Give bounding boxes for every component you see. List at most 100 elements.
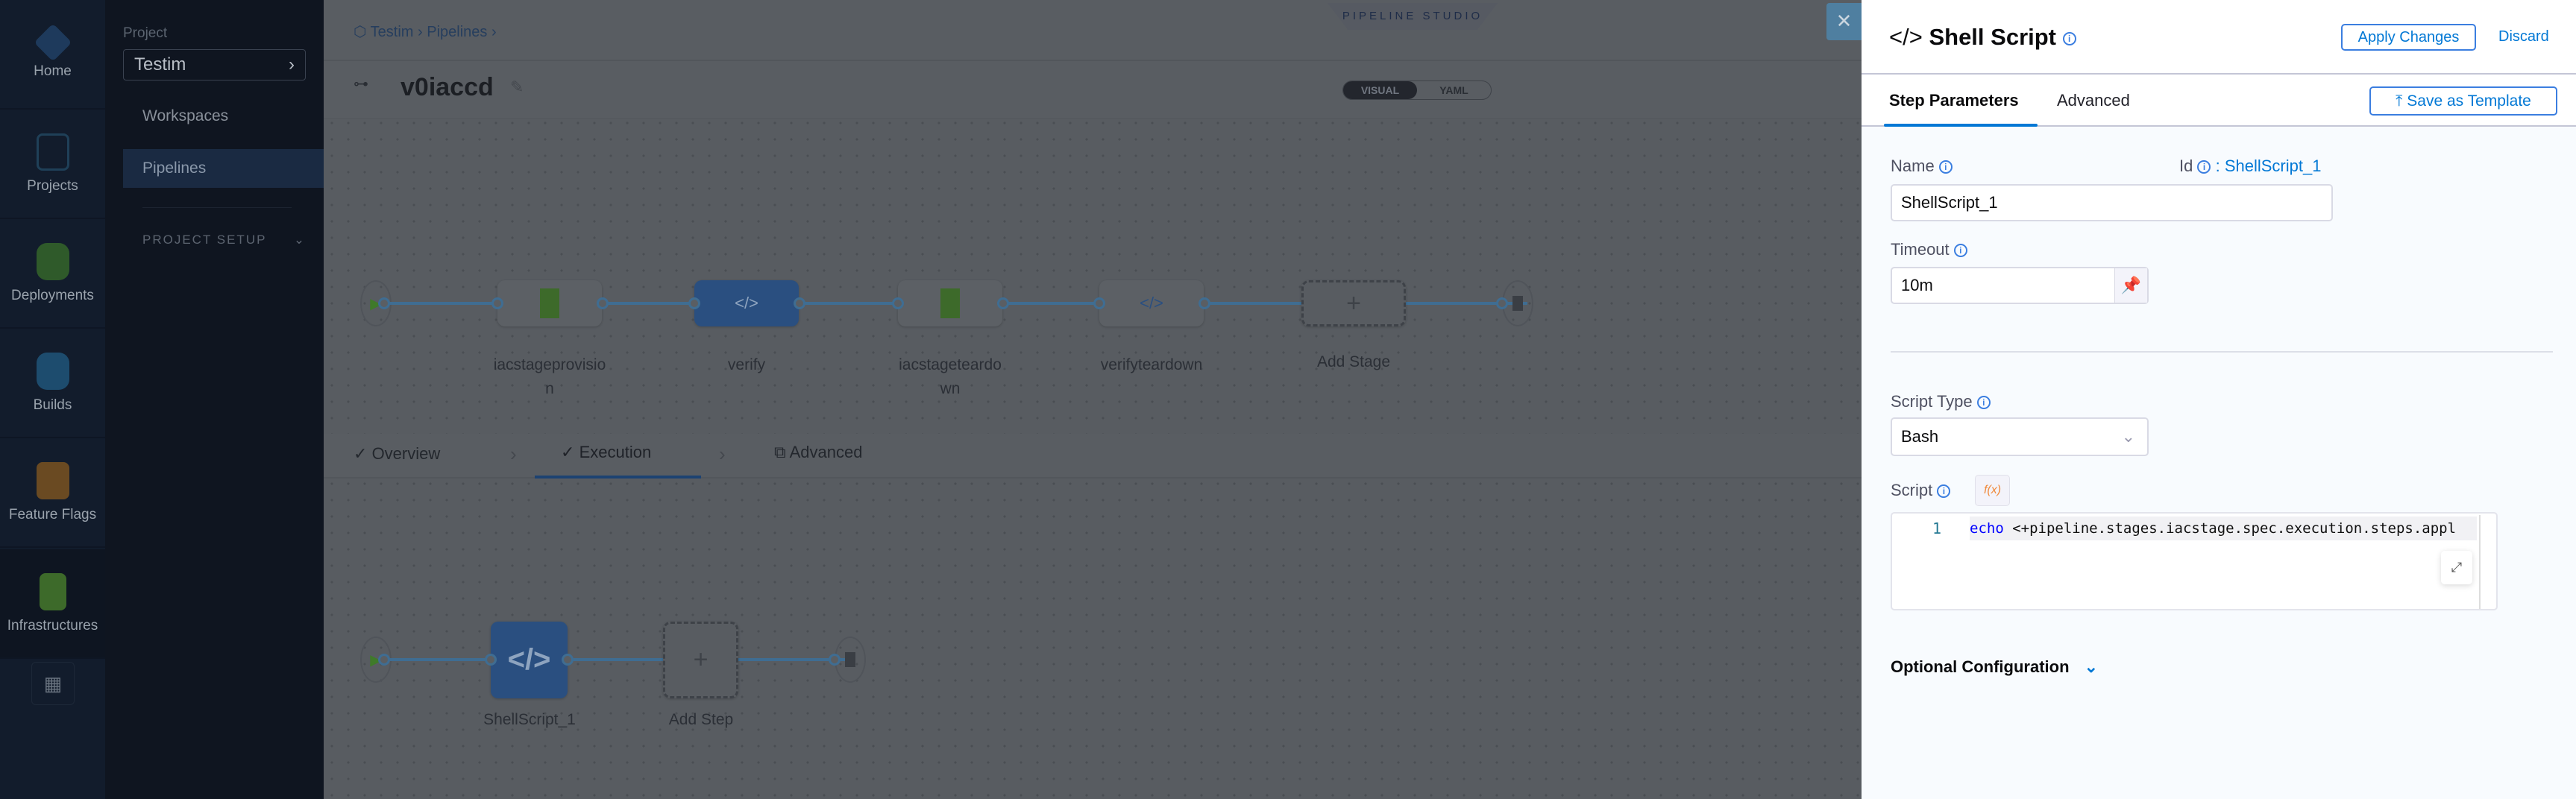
nav-feature-flags[interactable]: Feature Flags xyxy=(0,438,105,548)
plus-icon: + xyxy=(1346,288,1361,318)
stop-icon xyxy=(845,652,855,667)
tab-label: Overview xyxy=(371,444,441,463)
port xyxy=(1199,297,1210,309)
step-config-panel: </> Shell Script i Apply Changes Discard… xyxy=(1862,0,2576,799)
nav-rail: Home Projects Deployments Builds Feature… xyxy=(0,0,105,799)
add-stage-label: Add Stage xyxy=(1316,353,1391,370)
nav-builds[interactable]: Builds xyxy=(0,329,105,438)
optional-configuration-toggle[interactable]: Optional Configuration ⌄ xyxy=(1891,657,2098,677)
breadcrumb-pipelines[interactable]: Pipelines xyxy=(427,24,488,40)
stage-tabs xyxy=(324,434,1862,479)
chevron-down-icon: ⌄ xyxy=(2084,657,2099,676)
flag-icon xyxy=(36,461,69,499)
tab-advanced[interactable]: Advanced xyxy=(2057,91,2130,110)
sidebar-item-workspaces[interactable]: Workspaces xyxy=(142,107,229,124)
active-tab-underline xyxy=(1884,124,2038,127)
code-line: echo <+pipeline.stages.iacstage.spec.exe… xyxy=(1970,517,2477,540)
stage-label: verifyteardown xyxy=(1100,356,1203,373)
add-step-button[interactable]: + xyxy=(663,622,738,698)
info-icon[interactable]: i xyxy=(1953,244,1967,258)
port xyxy=(597,297,609,309)
nav-home[interactable]: Home xyxy=(0,0,105,110)
close-icon[interactable]: ✕ xyxy=(1826,3,1862,40)
nav-label: Builds xyxy=(33,397,72,413)
tab-overview[interactable]: ✓ Overview xyxy=(354,444,440,464)
button-label: Save as Template xyxy=(2407,92,2531,110)
chevron-right-icon: › xyxy=(510,443,517,465)
edit-pencil-icon[interactable]: ✎ xyxy=(510,78,524,96)
breadcrumb-testim[interactable]: Testim xyxy=(370,24,414,40)
project-setup-section[interactable]: PROJECT SETUP ⌄ xyxy=(142,233,306,247)
pipeline-title: v0iaccd xyxy=(400,73,494,101)
panel-title: </> Shell Script i xyxy=(1889,24,2076,51)
view-toggle: VISUAL YAML xyxy=(1342,80,1492,100)
settings-doc-icon: ⧉ xyxy=(774,443,786,461)
code-icon: </> xyxy=(1889,24,1923,50)
apply-changes-button[interactable]: Apply Changes xyxy=(2341,24,2476,51)
tab-advanced[interactable]: ⧉ Advanced xyxy=(774,443,862,462)
discard-button[interactable]: Discard xyxy=(2498,28,2549,45)
plus-icon: + xyxy=(693,645,709,674)
sidebar-item-pipelines[interactable]: Pipelines xyxy=(123,149,324,188)
scrollbar[interactable] xyxy=(2479,515,2481,609)
save-as-template-button[interactable]: ⤒ Save as Template xyxy=(2369,86,2557,116)
builds-icon xyxy=(36,352,69,390)
id-value: : ShellScript_1 xyxy=(2215,157,2322,175)
tab-label: Execution xyxy=(579,443,652,461)
name-label: Name i xyxy=(1891,157,1953,176)
pin-icon[interactable]: 📌 xyxy=(2114,268,2147,303)
info-icon[interactable]: i xyxy=(1937,484,1951,499)
port xyxy=(378,654,390,666)
yaml-toggle[interactable]: YAML xyxy=(1439,84,1468,96)
stage-label: verify xyxy=(727,356,766,373)
expression-toggle-button[interactable]: f(x) xyxy=(1975,475,2010,506)
code-icon: </> xyxy=(1140,294,1163,312)
visual-toggle[interactable]: VISUAL xyxy=(1343,81,1417,99)
stage-node-verify[interactable]: </> xyxy=(694,280,799,326)
info-icon[interactable]: i xyxy=(1938,160,1953,174)
grid-icon[interactable]: ▦ xyxy=(31,662,75,705)
chevron-down-icon: ⌄ xyxy=(293,233,307,247)
port xyxy=(1496,297,1508,309)
expand-icon[interactable]: ⤢ xyxy=(2441,551,2472,584)
id-label: Id i : ShellScript_1 xyxy=(2179,157,2322,175)
tab-step-parameters[interactable]: Step Parameters xyxy=(1889,91,2019,110)
nav-infrastructures[interactable]: Infrastructures xyxy=(0,549,105,659)
infrastructure-icon xyxy=(940,288,960,318)
deployments-icon xyxy=(36,242,69,280)
infrastructure-icon xyxy=(540,288,559,318)
info-icon[interactable]: i xyxy=(2197,160,2211,174)
upload-icon: ⤒ xyxy=(2396,92,2403,110)
add-stage-button[interactable]: + xyxy=(1301,280,1406,326)
line-number: 1 xyxy=(1932,519,1942,537)
nav-deployments[interactable]: Deployments xyxy=(0,219,105,329)
breadcrumb: ⬡ Testim › Pipelines › xyxy=(354,24,497,40)
harness-logo-icon xyxy=(34,23,72,61)
stage-node-iacstageprovision[interactable] xyxy=(497,280,602,326)
code-icon: </> xyxy=(507,643,551,676)
stage-node-iacstageteardown[interactable] xyxy=(898,280,1002,326)
script-type-select[interactable]: Bash⌄ xyxy=(1891,417,2149,456)
name-input[interactable]: ShellScript_1 xyxy=(1891,184,2333,221)
info-icon[interactable]: i xyxy=(2062,31,2076,45)
step-connector xyxy=(383,658,853,661)
port xyxy=(562,654,574,666)
project-selector[interactable]: Testim› xyxy=(123,49,306,80)
info-icon[interactable]: i xyxy=(1976,396,1991,410)
header-bar xyxy=(324,0,1862,61)
stage-node-verifyteardown[interactable]: </> xyxy=(1099,280,1204,326)
chevron-right-icon: › xyxy=(719,443,726,465)
pipeline-icon: ⊶ xyxy=(354,76,368,92)
script-editor[interactable]: 1 echo <+pipeline.stages.iacstage.spec.e… xyxy=(1891,512,2498,610)
port xyxy=(997,297,1009,309)
tab-execution[interactable]: ✓ Execution xyxy=(561,443,651,462)
check-icon: ✓ xyxy=(354,444,368,463)
port xyxy=(794,297,805,309)
timeout-input[interactable]: 10m📌 xyxy=(1891,267,2149,304)
port xyxy=(485,654,497,666)
step-node-shellscript[interactable]: </> xyxy=(491,622,568,698)
divider xyxy=(1891,351,2553,353)
add-step-label: Add Step xyxy=(668,711,734,728)
nav-projects[interactable]: Projects xyxy=(0,110,105,219)
